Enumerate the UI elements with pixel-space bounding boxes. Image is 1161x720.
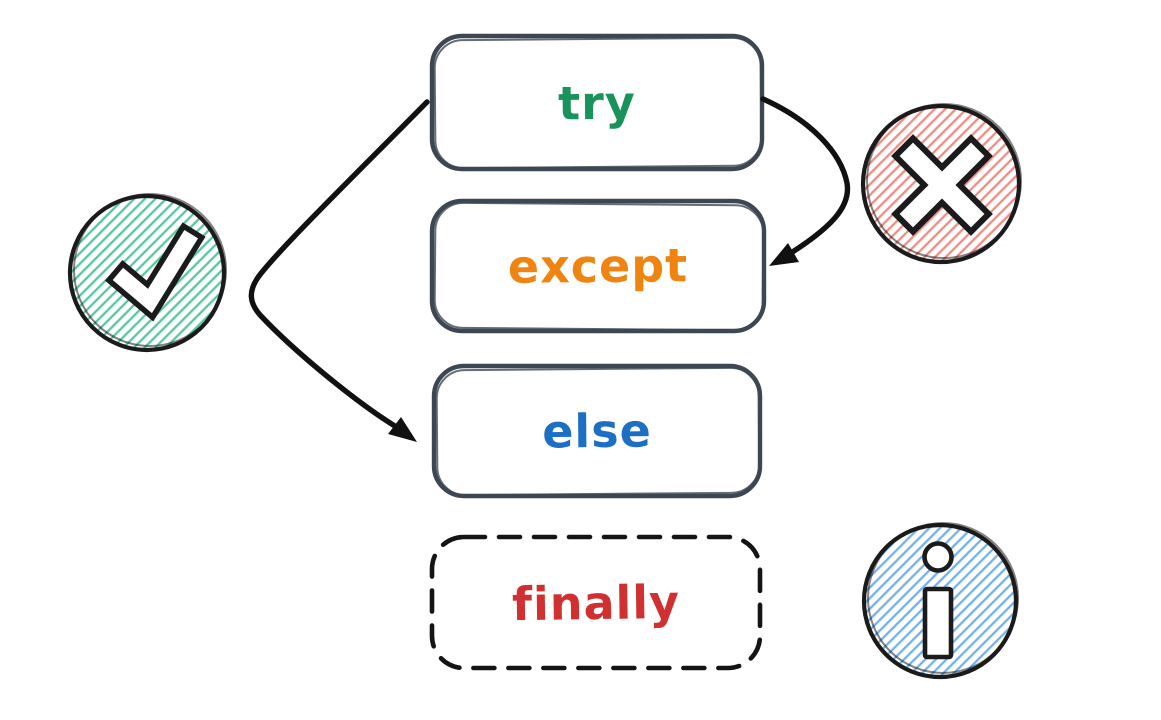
try-to-except-arrow xyxy=(760,96,851,266)
try-to-except-arrowhead xyxy=(769,243,799,266)
else-label: else xyxy=(541,403,652,459)
try-box xyxy=(429,33,765,172)
else-box xyxy=(431,363,763,499)
except-label: except xyxy=(507,238,689,294)
finally-label: finally xyxy=(511,574,681,631)
check-icon xyxy=(67,193,227,353)
info-dot xyxy=(922,541,954,573)
check-glyph xyxy=(112,229,199,314)
info-bar xyxy=(922,586,954,660)
try-to-else-arrow xyxy=(248,99,430,442)
except-box xyxy=(429,198,767,334)
finally-box xyxy=(429,534,763,671)
try-label: try xyxy=(557,75,637,130)
cross-glyph xyxy=(899,142,985,228)
try-to-else-arrowhead xyxy=(388,417,417,442)
cross-icon xyxy=(860,103,1022,265)
info-icon xyxy=(861,522,1019,680)
